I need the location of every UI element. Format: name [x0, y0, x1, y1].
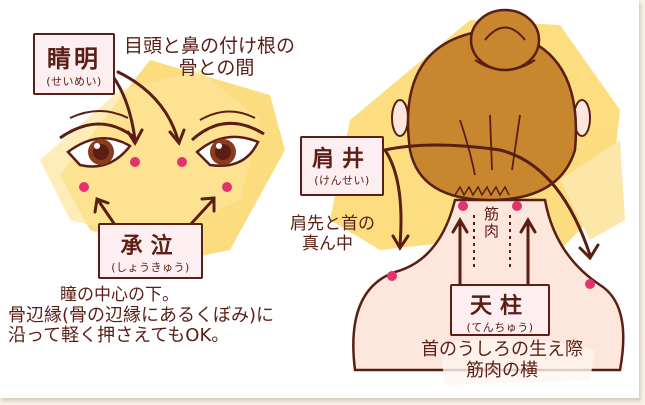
seimei-description: 目頭と鼻の付け根の 骨との間 [124, 35, 296, 79]
kensei-point-left [387, 271, 397, 281]
kensei-kanji: 肩井 [311, 147, 372, 172]
muscle-lines [473, 215, 511, 268]
kensei-description: 肩先と首の 真ん中 [290, 214, 375, 254]
seimei-point-right [177, 157, 187, 167]
shokyu-kanji: 承泣 [120, 234, 181, 259]
shokyu-label: 承泣 (しょうきゅう) [98, 223, 203, 279]
seimei-arrows [110, 70, 186, 146]
right-eye [190, 110, 265, 167]
kensei-reading: (けんせい) [314, 174, 370, 187]
shokyu-point-left [79, 182, 89, 192]
tenchu-arrows [451, 217, 537, 287]
shokyu-reading: (しょうきゅう) [111, 261, 190, 274]
tenchu-kanji: 天柱 [469, 294, 530, 319]
shokyu-arrows [93, 196, 216, 227]
seimei-reading: (せいめい) [46, 75, 102, 88]
seimei-kanji: 睛明 [47, 45, 101, 73]
shokyu-point-right [222, 182, 232, 192]
tenchu-reading: (てんちゅう) [466, 321, 534, 334]
tenchu-point-left [458, 201, 468, 211]
kensei-label: 肩井 (けんせい) [300, 136, 384, 196]
kensei-arrows [383, 143, 600, 261]
neck-muscle-label: 筋 肉 [484, 205, 500, 240]
seimei-label: 睛明 (せいめい) [33, 33, 115, 95]
head [391, 8, 591, 202]
tenchu-label: 天柱 (てんちゅう) [450, 284, 550, 336]
shokyu-description: 瞳の中心の下。 骨辺縁(骨の辺縁にあるくぼみ)に 沿って軽く押さえてもOK。 [8, 285, 275, 347]
tenchu-point-right [512, 201, 522, 211]
kensei-point-right [585, 279, 595, 289]
tenchu-description: 首のうしろの生え際 筋肉の横 [421, 339, 583, 381]
seimei-point-left [130, 157, 140, 167]
